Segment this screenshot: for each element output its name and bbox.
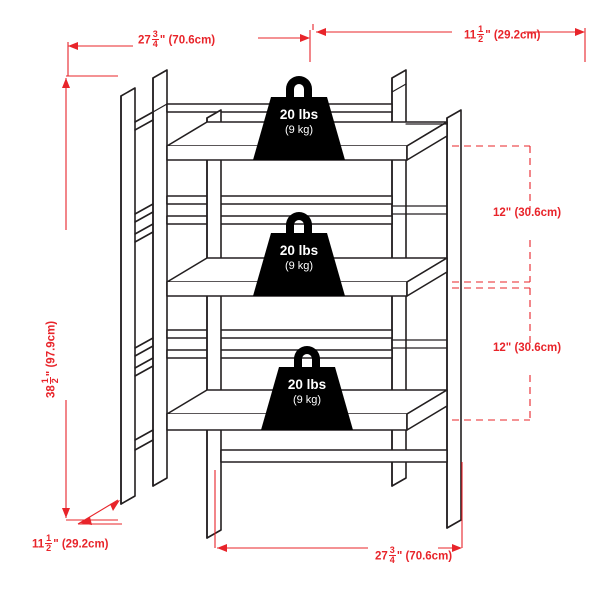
bottom-depth-metric: (29.2cm): [61, 538, 109, 551]
top-depth-whole: 11: [464, 29, 477, 42]
weight-icons: [253, 76, 353, 430]
shelf-gap-lower-metric: (30.6cm): [514, 342, 562, 354]
bottom-width-whole: 27: [375, 550, 388, 563]
weight-top-kg: (9 kg): [284, 123, 314, 136]
top-width-unit: ": [159, 34, 166, 47]
weight-bottom-kg: (9 kg): [292, 393, 322, 406]
top-width-whole: 27: [138, 34, 151, 47]
shelf-gap-upper-metric: (30.6cm): [514, 207, 562, 219]
weight-label-bottom: 20 lbs (9 kg): [257, 377, 357, 406]
weight-icon-middle: [253, 212, 345, 296]
shelf-gap-lower-value: 12": [493, 342, 512, 354]
dimension-lines: [62, 24, 586, 552]
weight-middle-lbs: 20 lbs: [279, 243, 319, 258]
top-width-metric: (70.6cm): [168, 34, 216, 47]
weight-label-top: 20 lbs (9 kg): [249, 107, 349, 136]
shelf-gap-upper-value: 12": [493, 207, 512, 219]
weight-top-lbs: 20 lbs: [279, 107, 319, 122]
weight-bottom-lbs: 20 lbs: [287, 377, 327, 392]
height-metric: (97.9cm): [45, 320, 58, 368]
weight-label-middle: 20 lbs (9 kg): [249, 243, 349, 272]
top-depth-unit: ": [485, 29, 491, 42]
dimension-shelf-gap-upper: 12" (30.6cm): [493, 207, 561, 219]
top-depth-metric: (29.2cm): [493, 29, 541, 42]
height-unit: ": [45, 370, 58, 377]
weight-icon-bottom: [261, 346, 353, 430]
bottom-depth-whole: 11: [32, 538, 45, 551]
height-whole: 38: [45, 385, 58, 398]
weight-icon-top: [253, 76, 345, 160]
dimension-shelf-gap-lower: 12" (30.6cm): [493, 342, 561, 354]
bottom-depth-unit: ": [53, 538, 59, 551]
bottom-width-metric: (70.6cm): [405, 550, 453, 563]
bottom-width-unit: ": [396, 550, 403, 563]
weight-middle-kg: (9 kg): [284, 259, 314, 272]
